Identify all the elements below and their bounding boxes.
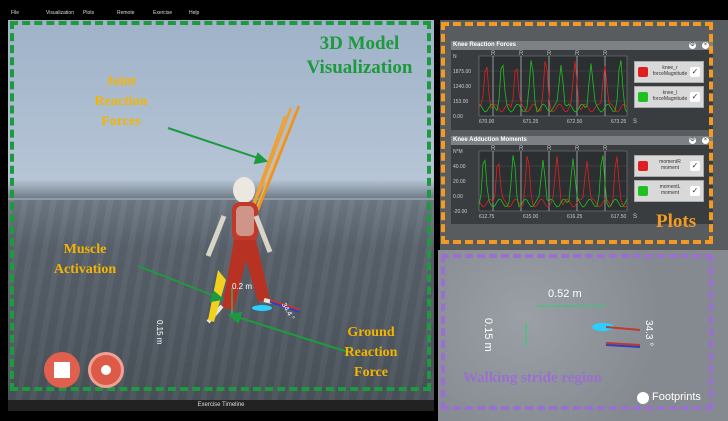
event-marker-label: R (575, 146, 580, 152)
model-scene (137, 105, 349, 353)
footprints-toggle[interactable] (637, 392, 649, 404)
event-marker-label: R (491, 51, 496, 57)
panel-header: Knee Reaction Forces ⚙ × (451, 41, 713, 50)
y-tick-label: 1240.00 (453, 84, 471, 90)
event-marker-label: R (547, 51, 552, 57)
footprints-label: Footprints (652, 391, 701, 403)
legend-label: knee_r forceMagnitude (652, 65, 688, 77)
walk-region-label: Walking stride region (463, 370, 602, 386)
series-line (478, 61, 628, 113)
scene-region-frame (10, 21, 431, 391)
muscle-activation-label: Muscle Activation (53, 242, 117, 277)
y-tick-label: 0.00 (453, 194, 463, 200)
y-tick-label: -20.00 (453, 209, 467, 215)
record-icon (101, 365, 111, 375)
x-tick-label: 672.50 (567, 119, 583, 125)
y-tick-label: 20.00 (453, 179, 466, 185)
plot-chart: N 1875.00 1240.00 153.00 0.00 670.00 671.25 672… (453, 51, 637, 125)
menu-plots[interactable]: Plots (83, 10, 95, 16)
x-tick-label: 616.25 (567, 214, 583, 220)
series-line (478, 155, 628, 208)
checkbox-icon[interactable]: ✓ (690, 67, 700, 77)
scene-title: 3D Model Visualization (306, 33, 413, 78)
walk-region-frame (441, 254, 713, 410)
y-tick-label: 153.00 (453, 99, 469, 105)
close-icon[interactable]: × (702, 137, 709, 144)
exercise-timeline[interactable]: Exercise Timeline (8, 400, 434, 411)
walking-stride-view[interactable]: 0.52 m 0.15 m 34.3 ° (438, 250, 728, 421)
musculoskeletal-model (205, 177, 273, 324)
panel-header: Knee Adduction Moments ⚙ × (451, 136, 713, 145)
checkbox-icon[interactable]: ✓ (690, 92, 700, 102)
joint-reaction-label: Joint Reaction Forces (94, 74, 148, 129)
x-tick-label: 617.50 (611, 214, 627, 220)
event-marker-label: R (547, 146, 552, 152)
x-tick-label: 673.25 (611, 119, 627, 125)
legend-label: momentL moment (659, 184, 681, 196)
checkbox-icon[interactable]: ✓ (690, 186, 700, 196)
horizon-line (8, 198, 434, 200)
stop-icon (54, 362, 70, 378)
plot-panel-knee-reaction: Knee Reaction Forces ⚙ × N 1875.00 1240.00… (451, 41, 713, 130)
panel-title: Knee Adduction Moments (453, 137, 527, 143)
record-button[interactable] (88, 352, 124, 388)
legend-item[interactable]: knee_l forceMagnitude ✓ (634, 86, 704, 108)
checkbox-icon[interactable]: ✓ (690, 161, 700, 171)
measure-length: 0.2 m (232, 282, 253, 291)
close-icon[interactable]: × (702, 42, 709, 49)
stride-length: 0.52 m (548, 288, 582, 300)
red-swatch-icon (638, 161, 648, 171)
y-tick-label: 1875.00 (453, 69, 471, 75)
settings-icon[interactable]: ⚙ (689, 42, 696, 49)
legend-item[interactable]: momentL moment ✓ (634, 180, 704, 202)
3d-viewport[interactable]: 0.2 m 0.15 m 34.4 ° (8, 20, 434, 400)
green-swatch-icon (638, 186, 648, 196)
legend-item[interactable]: momentR moment ✓ (634, 155, 704, 177)
joint-force-vectors (250, 105, 301, 211)
event-marker-label: R (491, 146, 496, 152)
y-tick-label: 40.00 (453, 164, 466, 170)
series-line (478, 60, 628, 113)
menu-help[interactable]: Help (189, 10, 200, 16)
menu-bar: File Visualization Plots Remote Exercise… (0, 0, 728, 20)
plot-panel-knee-adduction: Knee Adduction Moments ⚙ × N*M 40.00 20.00… (451, 136, 713, 224)
menu-remote[interactable]: Remote (117, 10, 135, 16)
event-marker-label: R (519, 146, 524, 152)
legend-label: momentR moment (659, 159, 681, 171)
event-marker-label: R (603, 51, 608, 57)
y-tick-label: N*M (453, 149, 463, 155)
menu-file[interactable]: File (11, 10, 20, 16)
menu-visualization[interactable]: Visualization (46, 10, 74, 16)
x-tick-label: 670.00 (479, 119, 495, 125)
plots-label: Plots (656, 211, 697, 232)
x-tick-label: 612.75 (479, 214, 495, 220)
plots-region-frame (441, 22, 713, 244)
x-tick-label: 615.00 (523, 214, 539, 220)
event-marker-label: R (575, 51, 580, 57)
legend-item[interactable]: knee_r forceMagnitude ✓ (634, 61, 704, 83)
panel-title: Knee Reaction Forces (453, 42, 517, 48)
x-unit-label: S (633, 119, 637, 125)
x-tick-label: 671.25 (523, 119, 539, 125)
event-marker-label: R (519, 51, 524, 57)
ground-reaction-label: Ground Reaction Force (344, 325, 398, 380)
event-marker-label: R (603, 146, 608, 152)
y-tick-label: N (453, 54, 457, 60)
green-swatch-icon (638, 92, 648, 102)
stride-diagram (525, 305, 641, 348)
menu-exercise[interactable]: Exercise (153, 10, 173, 16)
settings-icon[interactable]: ⚙ (689, 137, 696, 144)
plot-chart: N*M 40.00 20.00 0.00 -20.00 612.75 615.00 616.2… (453, 146, 637, 220)
series-line (478, 156, 628, 208)
legend-label: knee_l forceMagnitude (652, 90, 688, 102)
annotation-arrows (137, 127, 349, 353)
x-unit-label: S (633, 214, 637, 220)
stop-button[interactable] (44, 352, 80, 388)
y-tick-label: 0.00 (453, 114, 463, 120)
red-swatch-icon (638, 67, 648, 77)
